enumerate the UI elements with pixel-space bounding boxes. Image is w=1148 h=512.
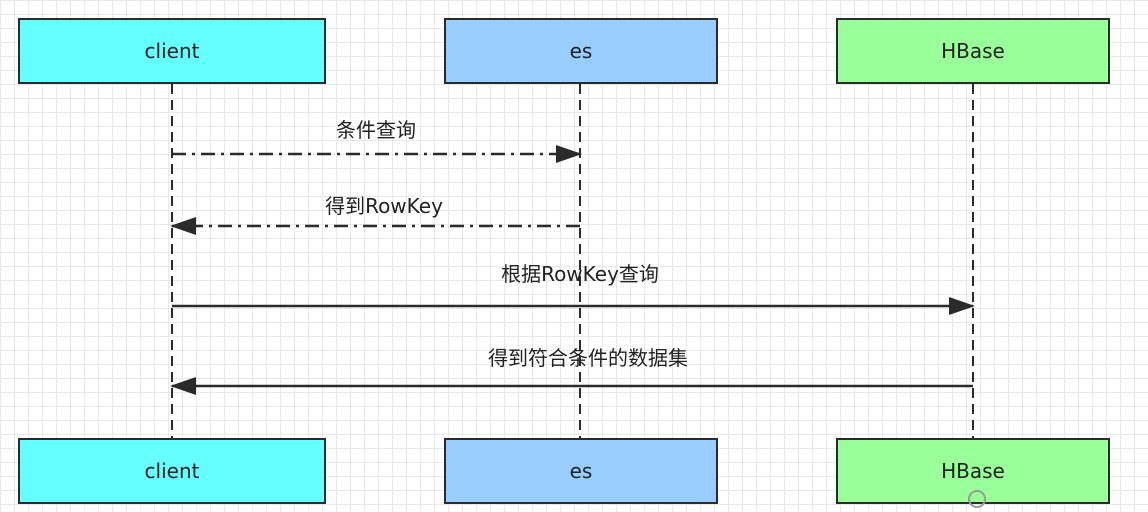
actor-hbase-top: HBase	[836, 18, 1110, 84]
wechat-logo-icon	[968, 489, 986, 508]
actor-client-top-label: client	[144, 39, 200, 63]
actor-client-bottom-label: client	[144, 459, 200, 483]
actor-hbase-bottom-label: HBase	[941, 459, 1005, 483]
actor-es-top: es	[444, 18, 718, 84]
message-label-3: 根据RowKey查询	[501, 262, 659, 286]
message-label-1: 条件查询	[336, 118, 416, 142]
actor-hbase-top-label: HBase	[941, 39, 1005, 63]
actor-es-bottom-label: es	[569, 459, 593, 483]
message-label-4: 得到符合条件的数据集	[488, 346, 688, 370]
actor-es-top-label: es	[569, 39, 593, 63]
message-label-2: 得到RowKey	[325, 194, 443, 218]
actor-client-bottom: client	[18, 438, 326, 504]
actor-client-top: client	[18, 18, 326, 84]
watermark	[968, 488, 1148, 512]
actor-es-bottom: es	[444, 438, 718, 504]
